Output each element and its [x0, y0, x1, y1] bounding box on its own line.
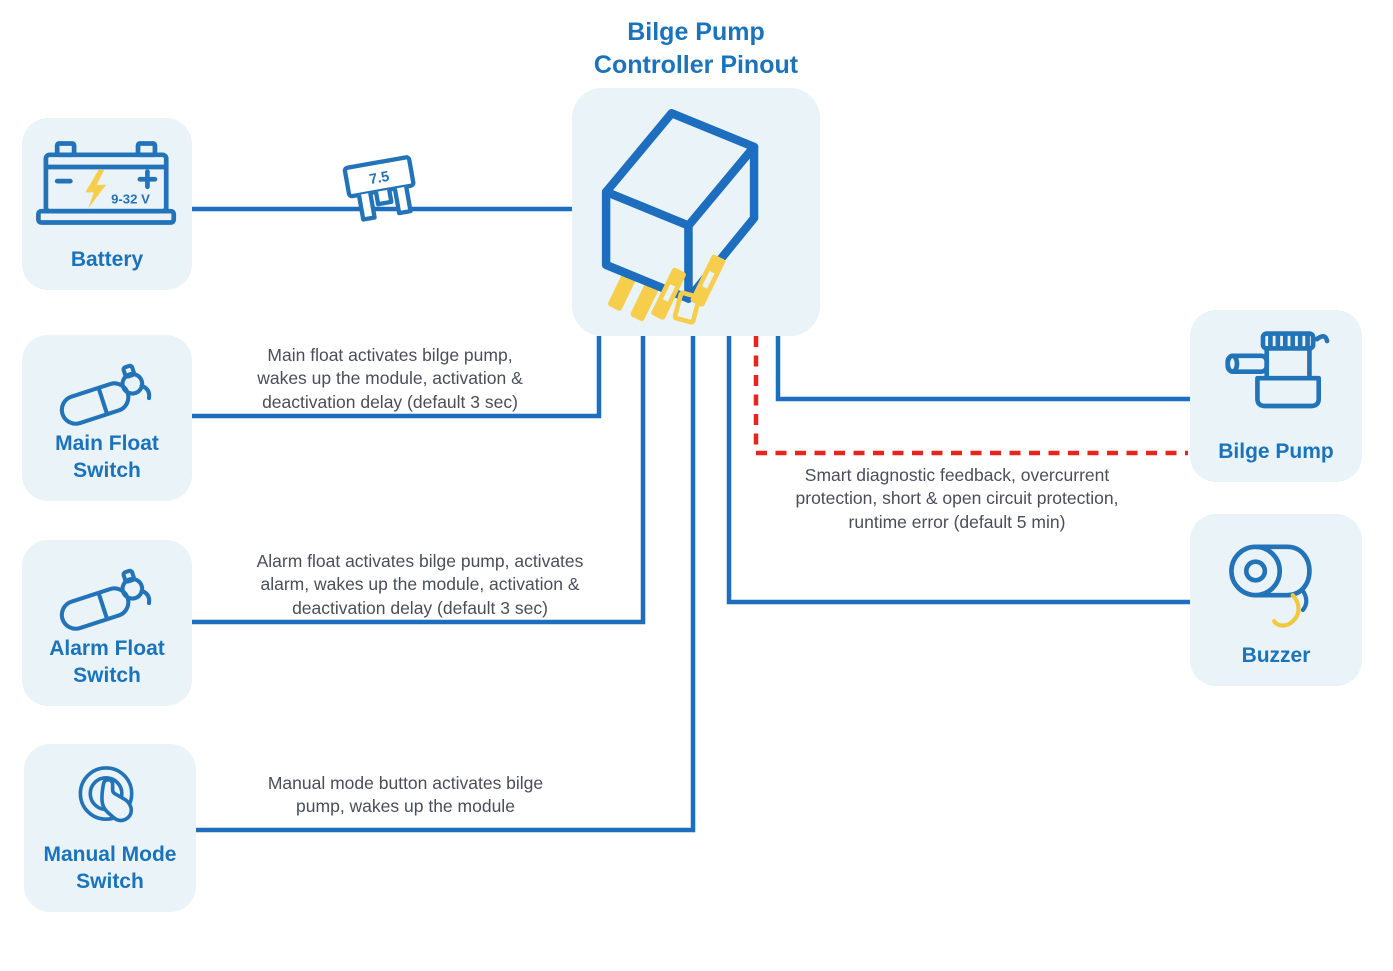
battery-card: 9-32 V Battery [22, 118, 192, 290]
annotation-diagnostics: Smart diagnostic feedback, overcurrent p… [795, 465, 1119, 532]
alarm-float-switch-label: Alarm Float Switch [49, 637, 165, 688]
battery-icon: 9-32 V [36, 141, 177, 225]
float-switch-icon [59, 568, 152, 631]
manual-mode-switch-label: Manual Mode Switch [43, 843, 177, 894]
main-float-switch-card: Main Float Switch [22, 335, 192, 501]
annotation-main-float: Main float activates bilge pump, wakes u… [257, 345, 523, 412]
controller-module-icon [601, 108, 759, 325]
annotation-manual-mode: Manual mode button activates bilge pump,… [267, 773, 544, 817]
buzzer-wire-blue [1299, 587, 1309, 613]
wire-controller-to-bilge-pump [775, 336, 1190, 402]
fuse-icon: 7.5 [342, 155, 416, 222]
bilge-pump-card: Bilge Pump [1190, 310, 1362, 482]
fuse-rating: 7.5 [368, 169, 390, 188]
alarm-float-switch-card: Alarm Float Switch [22, 540, 192, 706]
bilge-pump-label: Bilge Pump [1218, 440, 1334, 464]
annotation-alarm-float: Alarm float activates bilge pump, activa… [256, 551, 584, 618]
main-float-switch-label: Main Float Switch [55, 432, 159, 483]
buzzer-label: Buzzer [1241, 644, 1311, 668]
diagram-title: Bilge Pump Controller Pinout [593, 18, 799, 79]
buzzer-icon [1229, 544, 1312, 628]
push-button-hand-icon [78, 766, 134, 823]
lightning-bolt-icon [85, 169, 107, 209]
manual-mode-switch-card: Manual Mode Switch [24, 744, 196, 912]
battery-voltage: 9-32 V [111, 192, 150, 207]
float-switch-icon [59, 363, 152, 426]
bilge-pump-icon [1225, 331, 1330, 409]
fuse: 7.5 [336, 150, 432, 261]
buzzer-card: Buzzer [1190, 514, 1362, 686]
controller-card [572, 88, 820, 336]
wire-diagnostic-feedback [753, 336, 1188, 456]
battery-label: Battery [70, 248, 144, 272]
buzzer-wire-yellow [1272, 593, 1301, 628]
